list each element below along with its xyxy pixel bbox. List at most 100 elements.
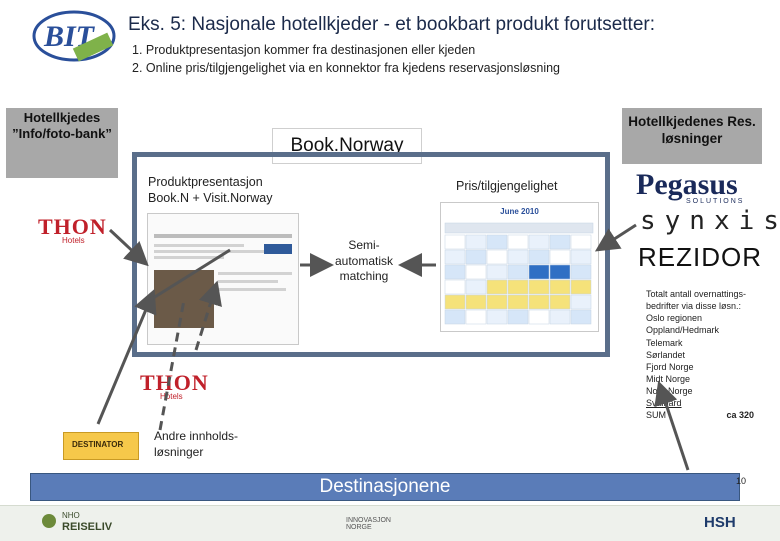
- stats-row: Sørlandet: [646, 349, 686, 360]
- calendar-cell: [465, 279, 487, 295]
- res-to-price-arrow: [594, 223, 637, 252]
- price-availability-label: Pris/tilgjengelighet: [456, 179, 558, 193]
- hotel-webpage-thumbnail: [147, 213, 299, 345]
- slide-title: Eks. 5: Nasjonale hotellkjeder - et book…: [128, 14, 655, 35]
- calendar-cell: [528, 279, 550, 295]
- calendar-grid: [444, 222, 594, 325]
- calendar-cell: [549, 294, 571, 310]
- calendar-cell: [549, 234, 571, 250]
- semi-automatic-matching-label: Semi-automatisk matching: [334, 238, 394, 284]
- calendar-cell: [570, 294, 592, 310]
- thon-to-product-arrow: [108, 228, 149, 267]
- calendar-cell: [507, 264, 529, 280]
- calendar-cell: [507, 309, 529, 325]
- calendar-cell: [549, 249, 571, 265]
- info-foto-bank-label: Hotellkjedes ”Info/foto-bank”: [12, 110, 112, 142]
- destinator-arrow: [96, 288, 157, 425]
- synxis-logo: synxis: [640, 206, 780, 236]
- pegasus-text: Pegasus: [636, 168, 738, 201]
- calendar-cell: [507, 234, 529, 250]
- stats-row: Oslo regionen: [646, 313, 703, 324]
- calendar-cell: [528, 264, 550, 280]
- destinator-logo: DESTINATOR: [63, 432, 139, 460]
- calendar-cell: [465, 294, 487, 310]
- pegasus-logo: Pegasus SOLUTIONS: [636, 168, 766, 205]
- calendar-cell: [465, 234, 487, 250]
- calendar-title: June 2010: [500, 207, 539, 216]
- bullet-2: 2. Online pris/tilgjengelighet via en ko…: [132, 61, 561, 75]
- res-losninger-box: Hotellkjedenes Res. løsninger: [622, 108, 762, 164]
- bit-logo: BIT: [30, 6, 120, 66]
- calendar-cell: [465, 309, 487, 325]
- stats-row: Midt Norge: [646, 373, 691, 384]
- thon-logo-bottom: THON Hotels: [140, 370, 209, 401]
- right-up-arrow: [654, 380, 690, 471]
- calendar-cell: [507, 249, 529, 265]
- calendar-cell: [465, 249, 487, 265]
- calendar-cell: [549, 279, 571, 295]
- calendar-cell: [444, 264, 466, 280]
- calendar-cell: [570, 279, 592, 295]
- calendar-cell: [444, 249, 466, 265]
- calendar-cell: [444, 279, 466, 295]
- calendar-cell: [570, 264, 592, 280]
- calendar-cell: [465, 264, 487, 280]
- page-number: 10: [736, 476, 747, 486]
- bullet-1: 1. Produktpresentasjon kommer fra destin…: [132, 43, 476, 57]
- bit-logo-graphic: BIT: [32, 10, 116, 62]
- reiseliv-text: REISELIV: [62, 521, 113, 533]
- calendar-cell: [528, 234, 550, 250]
- destinator-arrow-2: [149, 248, 231, 302]
- calendar-cell: [507, 294, 529, 310]
- calendar-cell: [444, 234, 466, 250]
- calendar-cell: [486, 294, 508, 310]
- calendar-cell: [444, 309, 466, 325]
- thon-logo-sub-2: Hotels: [160, 392, 183, 401]
- stats-sum-label: SUM: [646, 410, 666, 421]
- other-sources-label: Andre innholds-løsninger: [154, 429, 239, 459]
- thon-bottom-dashed-arrow: [158, 299, 186, 431]
- destinations-label: Destinasjonene: [319, 476, 451, 497]
- booknorway-box: Book.Norway: [272, 128, 422, 164]
- stats-row: Telemark: [646, 337, 683, 348]
- thon-logo-sub: Hotels: [62, 236, 85, 245]
- calendar-cell: [444, 294, 466, 310]
- calendar-cell: [570, 309, 592, 325]
- calendar-cell: [486, 309, 508, 325]
- calendar-cell: [528, 309, 550, 325]
- calendar-cell: [528, 294, 550, 310]
- calendar-cell: [486, 249, 508, 265]
- availability-calendar: June 2010: [440, 202, 599, 332]
- nho-text: NHO: [62, 511, 80, 520]
- calendar-cell: [549, 264, 571, 280]
- thon-logo-text-2: THON: [140, 370, 209, 395]
- stats-row: Oppland/Hedmark: [646, 325, 720, 336]
- dashed-arrow-2: [194, 280, 222, 351]
- nho-logo-icon: [42, 514, 56, 528]
- thon-logo-text: THON: [38, 214, 107, 239]
- calendar-cell: [549, 309, 571, 325]
- hsh-logo: HSH: [704, 514, 736, 531]
- stats-heading: Totalt antall overnattings-bedrifter via…: [646, 289, 747, 312]
- calendar-cell: [507, 279, 529, 295]
- calendar-cell: [486, 234, 508, 250]
- info-foto-bank-box: Hotellkjedes ”Info/foto-bank”: [6, 108, 118, 178]
- innovasjon-logo-text: INNOVASJON NORGE: [346, 517, 391, 531]
- res-losninger-label: Hotellkjedenes Res. løsninger: [628, 114, 756, 146]
- footer-bar: NHO REISELIV INNOVASJON NORGE HSH: [0, 505, 780, 541]
- calendar-cell: [570, 234, 592, 250]
- calendar-cell: [570, 249, 592, 265]
- booknorway-label: Book.Norway: [290, 135, 404, 156]
- rezidor-logo: REZIDOR: [638, 242, 762, 272]
- pegasus-sub: SOLUTIONS: [686, 198, 745, 205]
- calendar-cell: [528, 249, 550, 265]
- thon-logo-top: THON Hotels: [38, 214, 107, 245]
- calendar-cell: [486, 279, 508, 295]
- calendar-cell: [486, 264, 508, 280]
- destinator-text: DESTINATOR: [72, 440, 124, 449]
- stats-sum-value: ca 320: [726, 410, 754, 421]
- destinations-bar: Destinasjonene: [30, 473, 740, 501]
- product-presentation-label: Produktpresentasjon Book.N + Visit.Norwa…: [148, 175, 273, 206]
- stats-row: Fjord Norge: [646, 361, 694, 372]
